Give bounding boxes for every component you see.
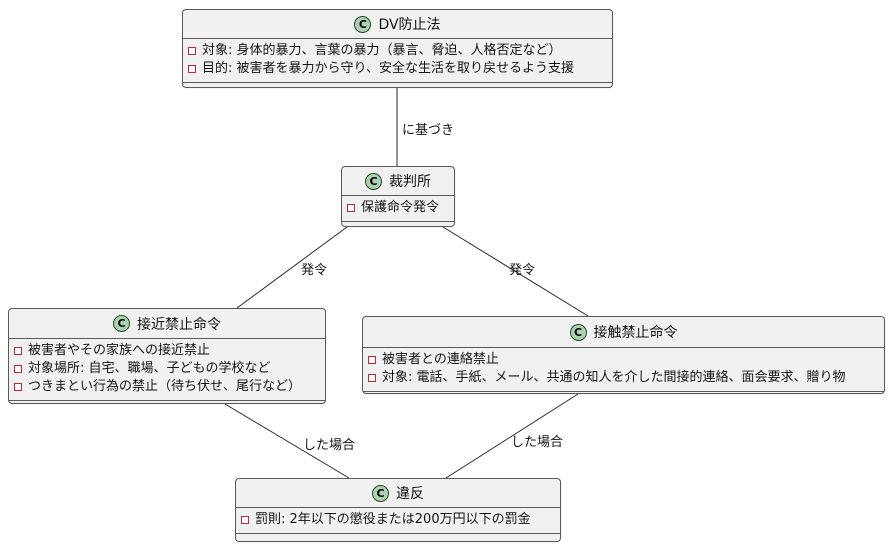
- class-node-dv-law: C DV防止法 対象: 身体的暴力、言葉の暴力（暴言、脅迫、人格否定など） 目的…: [182, 9, 613, 88]
- field-visibility-icon: [14, 365, 22, 373]
- class-fields: 保護命令発令: [342, 195, 454, 221]
- class-name: 裁判所: [389, 174, 431, 190]
- field-text: 目的: 被害者を暴力から守り、安全な生活を取り戻せるよう支援: [202, 61, 574, 76]
- field-visibility-icon: [368, 374, 376, 382]
- field-row: 被害者との連絡禁止: [368, 351, 878, 369]
- class-methods-empty: [236, 533, 560, 541]
- edge-label-issue-left: 発令: [301, 263, 328, 278]
- field-visibility-icon: [14, 383, 22, 391]
- class-title: C 接触禁止命令: [363, 317, 884, 347]
- field-visibility-icon: [368, 356, 376, 364]
- field-text: 保護命令発令: [361, 200, 440, 215]
- class-node-court: C 裁判所 保護命令発令: [341, 166, 455, 227]
- field-row: 対象場所: 自宅、職場、子どもの学校など: [14, 360, 319, 378]
- class-spot-icon: C: [365, 172, 382, 190]
- field-visibility-icon: [241, 516, 249, 524]
- field-row: 対象: 身体的暴力、言葉の暴力（暴言、脅迫、人格否定など）: [188, 42, 606, 60]
- class-title: C DV防止法: [183, 10, 612, 38]
- field-row: 保護命令発令: [347, 199, 448, 217]
- class-node-no-contact: C 接触禁止命令 被害者との連絡禁止 対象: 電話、手紙、メール、共通の知人を介…: [362, 316, 885, 394]
- class-fields: 被害者やその家族への接近禁止 対象場所: 自宅、職場、子どもの学校など つきまと…: [9, 338, 325, 400]
- field-visibility-icon: [347, 204, 355, 212]
- edge-label-if-violated-right: した場合: [511, 435, 564, 450]
- field-row: 被害者やその家族への接近禁止: [14, 342, 319, 360]
- field-visibility-icon: [14, 347, 22, 355]
- field-text: 被害者との連絡禁止: [382, 352, 499, 367]
- class-name: 接近禁止命令: [137, 316, 221, 333]
- class-methods-empty: [9, 400, 325, 403]
- class-methods-empty: [363, 391, 884, 393]
- field-text: 対象: 身体的暴力、言葉の暴力（暴言、脅迫、人格否定など）: [202, 43, 562, 58]
- edge-no-contact-violation: [445, 393, 579, 479]
- class-fields: 被害者との連絡禁止 対象: 電話、手紙、メール、共通の知人を介した間接的連絡、面…: [363, 347, 884, 391]
- edge-label-if-violated-left: した場合: [303, 438, 356, 453]
- field-row: 対象: 電話、手紙、メール、共通の知人を介した間接的連絡、面会要求、贈り物: [368, 369, 878, 387]
- class-node-violation: C 違反 罰則: 2年以下の懲役または200万円以下の罰金: [235, 478, 561, 542]
- class-fields: 罰則: 2年以下の懲役または200万円以下の罰金: [236, 507, 560, 533]
- field-text: つきまとい行為の禁止（待ち伏せ、尾行など）: [28, 379, 302, 394]
- edge-court-no-contact: [442, 226, 589, 317]
- field-text: 対象場所: 自宅、職場、子どもの学校など: [28, 361, 271, 376]
- class-name: 違反: [396, 486, 424, 502]
- edge-court-no-approach: [236, 226, 348, 309]
- field-visibility-icon: [188, 65, 196, 73]
- field-row: つきまとい行為の禁止（待ち伏せ、尾行など）: [14, 378, 319, 396]
- class-spot-icon: C: [372, 484, 389, 502]
- field-row: 目的: 被害者を暴力から守り、安全な生活を取り戻せるよう支援: [188, 60, 606, 78]
- edge-label-issue-right: 発令: [509, 263, 536, 278]
- field-text: 対象: 電話、手紙、メール、共通の知人を介した間接的連絡、面会要求、贈り物: [382, 370, 846, 385]
- field-text: 被害者やその家族への接近禁止: [28, 343, 211, 358]
- class-spot-icon: C: [569, 323, 587, 341]
- class-name: 接触禁止命令: [593, 325, 678, 341]
- class-fields: 対象: 身体的暴力、言葉の暴力（暴言、脅迫、人格否定など） 目的: 被害者を暴力…: [183, 38, 612, 82]
- class-spot-icon: C: [354, 15, 372, 33]
- field-text: 罰則: 2年以下の懲役または200万円以下の罰金: [255, 512, 531, 527]
- class-name: DV防止法: [378, 17, 441, 33]
- class-title: C 接近禁止命令: [9, 309, 325, 338]
- field-row: 罰則: 2年以下の懲役または200万円以下の罰金: [241, 511, 554, 529]
- class-title: C 裁判所: [342, 167, 454, 195]
- class-spot-icon: C: [113, 315, 130, 332]
- edge-label-based-on: に基づき: [402, 123, 455, 138]
- field-visibility-icon: [188, 47, 196, 55]
- class-title: C 違反: [236, 479, 560, 507]
- edge-no-approach-violation: [224, 403, 350, 479]
- class-node-no-approach: C 接近禁止命令 被害者やその家族への接近禁止 対象場所: 自宅、職場、子どもの…: [8, 308, 326, 404]
- class-methods-empty: [342, 221, 454, 226]
- class-methods-empty: [183, 82, 612, 87]
